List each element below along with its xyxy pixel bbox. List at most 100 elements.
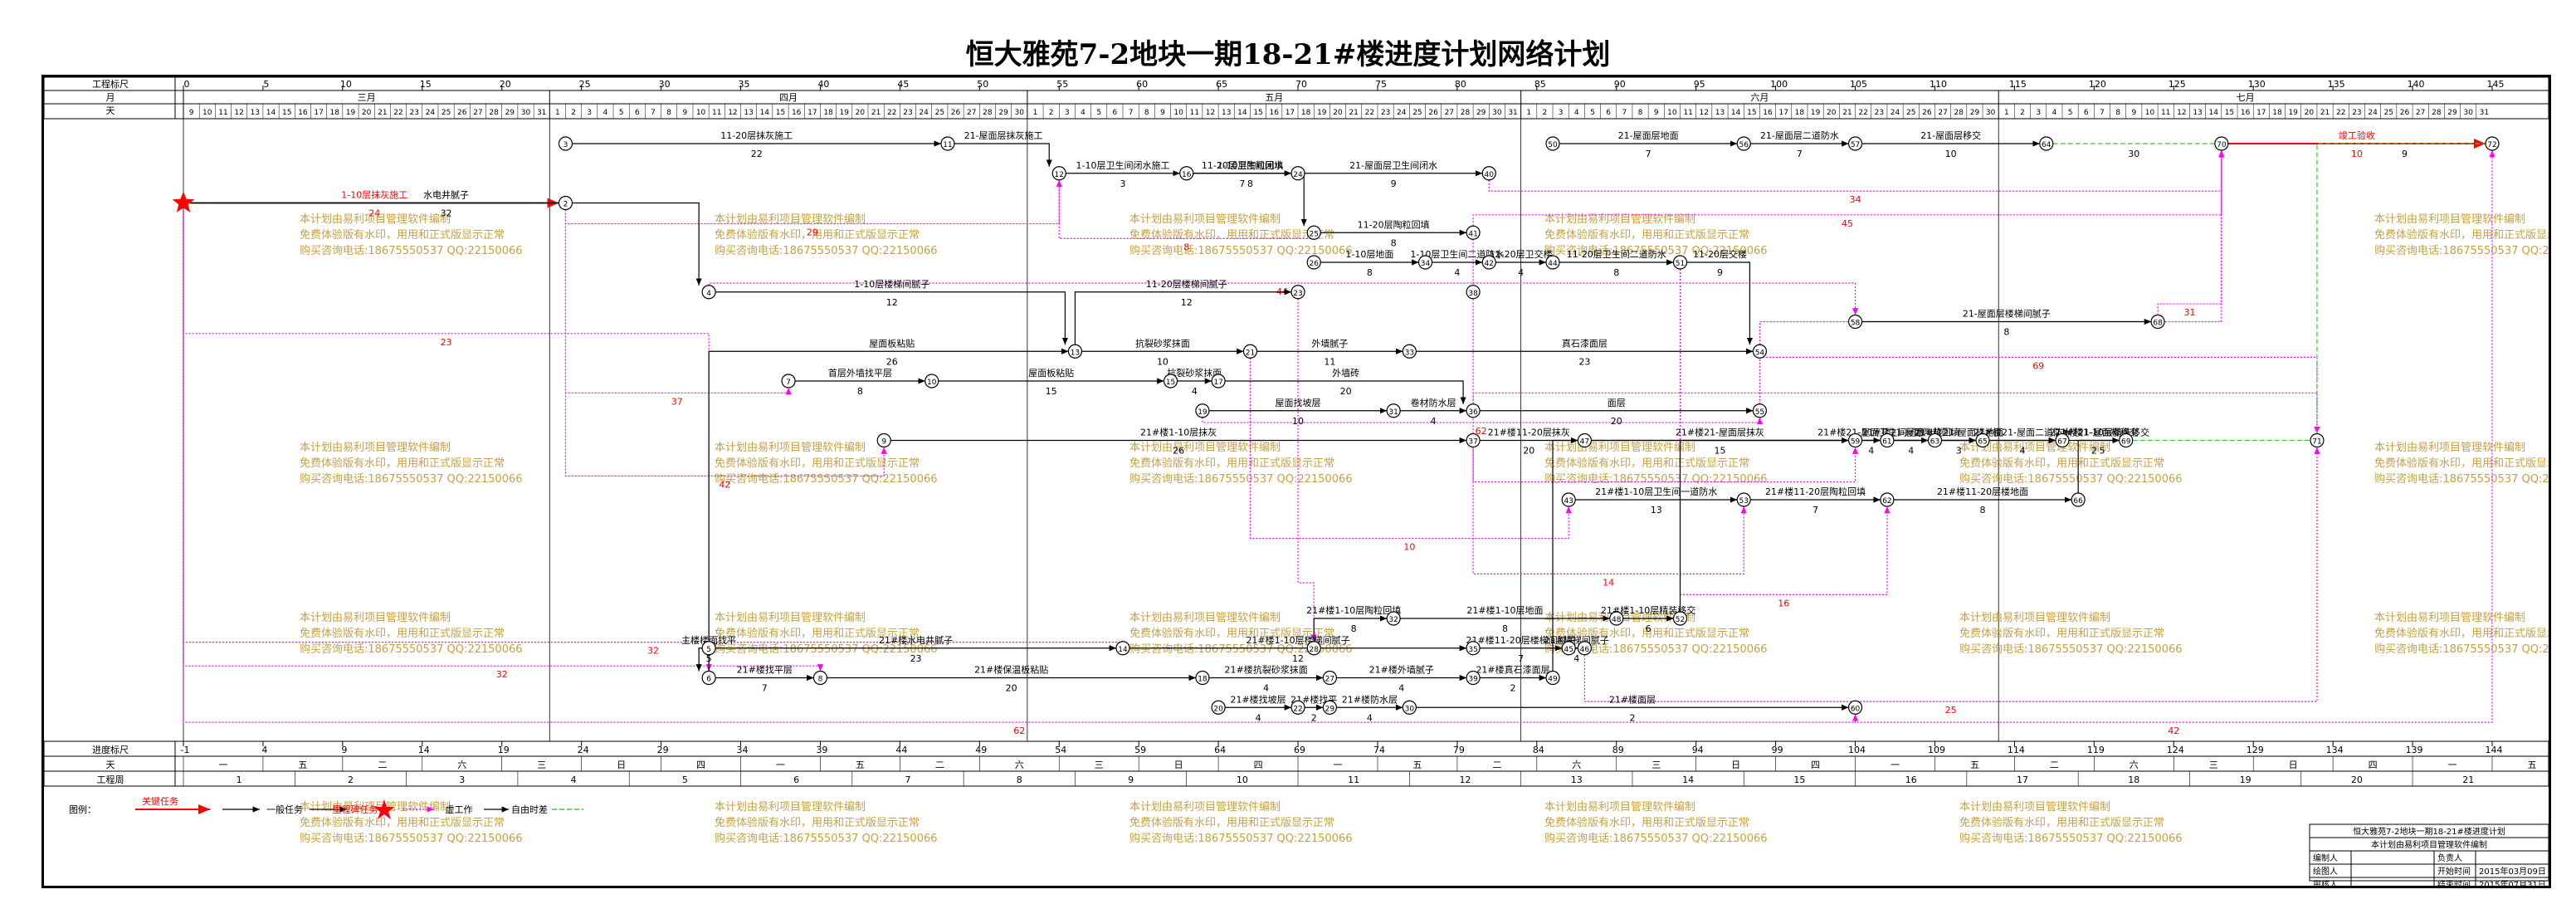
day-label: 9 xyxy=(1654,109,1659,117)
node-number: 28 xyxy=(1309,646,1319,654)
ruler-tick-label: 20 xyxy=(500,79,511,90)
day-label: 10 xyxy=(202,109,212,117)
network-node xyxy=(1609,611,1624,626)
node-number: 56 xyxy=(1739,141,1749,149)
day-label: 7 xyxy=(1129,109,1134,117)
title-block-subtitle: 本计划由易利项目管理软件编制 xyxy=(2371,839,2487,850)
ruler-tick-label: 84 xyxy=(1533,745,1544,755)
ruler-tick-label: 39 xyxy=(816,745,827,755)
dummy-link xyxy=(1472,440,1859,483)
task-name: 竣工验收 xyxy=(2339,129,2375,141)
network-node xyxy=(2485,136,2500,151)
ruler-tick-label: 25 xyxy=(579,79,591,90)
day-label: 2 xyxy=(571,109,576,117)
ruler-tick-label: 79 xyxy=(1453,745,1465,755)
task-duration: 30 xyxy=(2128,149,2139,159)
weekday-label: 六 xyxy=(1015,760,1024,770)
node-number: 71 xyxy=(2312,438,2321,447)
day-label: 13 xyxy=(1715,109,1725,117)
week-label: 1 xyxy=(237,775,242,785)
ruler-tick-label: 110 xyxy=(1930,79,1947,90)
watermark-text: 购买咨询电话:18675550537 QQ:22150066 xyxy=(1959,832,2183,845)
task-duration: 10 xyxy=(1157,356,1168,367)
task-name: 11-20层抹灰施工 xyxy=(720,129,793,141)
task-duration: 5 xyxy=(2099,446,2105,457)
node-number: 19 xyxy=(1198,408,1208,417)
normal-task-arrow xyxy=(190,202,702,286)
day-label: 24 xyxy=(1397,109,1407,117)
node-number: 17 xyxy=(1213,379,1222,387)
network-node xyxy=(1067,344,1083,359)
day-label: 12 xyxy=(1700,109,1709,117)
node-number: 21 xyxy=(1246,349,1255,357)
watermark-text: 免费体验版有水印，用用和正式版显示正常 xyxy=(715,457,920,470)
day-label: 4 xyxy=(1081,109,1086,117)
normal-task-arrow xyxy=(1686,261,1754,345)
node-number: 65 xyxy=(1978,438,1987,447)
day-label: 11 xyxy=(1190,109,1199,117)
network-node xyxy=(781,374,796,388)
day-label: 12 xyxy=(234,109,243,117)
task-name: 1-10层陶粒回填 xyxy=(1217,159,1283,171)
dummy-link xyxy=(1679,262,1891,595)
task-name: 11-20层卫生间闭水 xyxy=(1202,159,1283,171)
ruler-tick-label: 0 xyxy=(184,79,190,90)
task-name: 21#楼1-10层精装移交 xyxy=(2055,427,2149,438)
node-number: 63 xyxy=(1930,438,1939,447)
network-node xyxy=(701,670,716,686)
day-label: 7 xyxy=(1622,109,1627,117)
watermark-text: 免费体验版有水印，用用和正式版显示正常 xyxy=(1129,816,1334,829)
task-name: 21#楼1-10层抹灰 xyxy=(1140,427,1217,438)
watermark-text: 购买咨询电话:18675550537 QQ:22150066 xyxy=(715,643,938,656)
day-label: 18 xyxy=(1301,109,1311,117)
ruler-tick-label: 9 xyxy=(341,745,347,755)
day-label: 15 xyxy=(1747,109,1756,117)
task-duration: 22 xyxy=(751,149,763,159)
watermark-text: 购买咨询电话:18675550537 QQ:22150066 xyxy=(2374,244,2549,257)
watermark-text: 购买咨询电话:18675550537 QQ:22150066 xyxy=(1129,643,1353,656)
task-duration: 7 xyxy=(1812,505,1818,516)
day-label: 24 xyxy=(1891,109,1900,117)
network-node xyxy=(1290,700,1305,715)
day-label: 25 xyxy=(1906,109,1915,117)
footer-row-label: 天 xyxy=(106,760,115,770)
day-label: 29 xyxy=(2447,109,2457,117)
day-label: 18 xyxy=(1795,109,1805,117)
task-duration: 9 xyxy=(1717,267,1723,278)
watermark-text: 购买咨询电话:18675550537 QQ:22150066 xyxy=(1544,244,1768,257)
weekday-label: 四 xyxy=(696,760,705,770)
watermark-text: 免费体验版有水印，用用和正式版显示正常 xyxy=(1129,228,1334,242)
task-duration: 2 xyxy=(1311,712,1317,723)
legend-item-label: 自由时差 xyxy=(511,804,548,815)
network-node xyxy=(1386,403,1401,418)
day-label: 15 xyxy=(1253,109,1262,117)
normal-task-arrow xyxy=(708,348,1069,672)
day-label: 8 xyxy=(666,109,671,117)
day-label: 23 xyxy=(409,109,418,117)
day-label: 5 xyxy=(619,109,624,117)
network-node xyxy=(558,195,573,211)
watermark-text: 购买咨询电话:18675550537 QQ:22150066 xyxy=(300,832,523,845)
node-number: 64 xyxy=(2042,141,2052,149)
weekday-label: 六 xyxy=(457,760,466,770)
network-node xyxy=(2310,432,2325,448)
task-duration: 4 xyxy=(2020,446,2026,457)
ruler-tick-label: 104 xyxy=(1848,745,1866,755)
watermark-text: 免费体验版有水印，用用和正式版显示正常 xyxy=(715,627,920,640)
day-label: 10 xyxy=(1667,109,1677,117)
watermark-text: 本计划由易利项目管理软件编制 xyxy=(1129,442,1281,454)
ruler-tick-label: 35 xyxy=(739,79,750,90)
node-number: 10 xyxy=(927,379,937,387)
week-label: 17 xyxy=(2017,775,2028,785)
network-node xyxy=(1847,136,1863,151)
dummy-label: 42 xyxy=(719,479,730,490)
day-label: 3 xyxy=(2036,109,2041,117)
task-name: 21-屋面层地面 xyxy=(1618,130,1679,141)
day-label: 18 xyxy=(2272,109,2282,117)
watermark-text: 免费体验版有水印，用用和正式版显示正常 xyxy=(2374,627,2549,640)
milestone-star-icon xyxy=(172,191,195,213)
node-number: 54 xyxy=(1755,349,1765,357)
task-duration: 7 xyxy=(1518,653,1524,664)
ruler-tick-label: 114 xyxy=(2008,745,2025,755)
